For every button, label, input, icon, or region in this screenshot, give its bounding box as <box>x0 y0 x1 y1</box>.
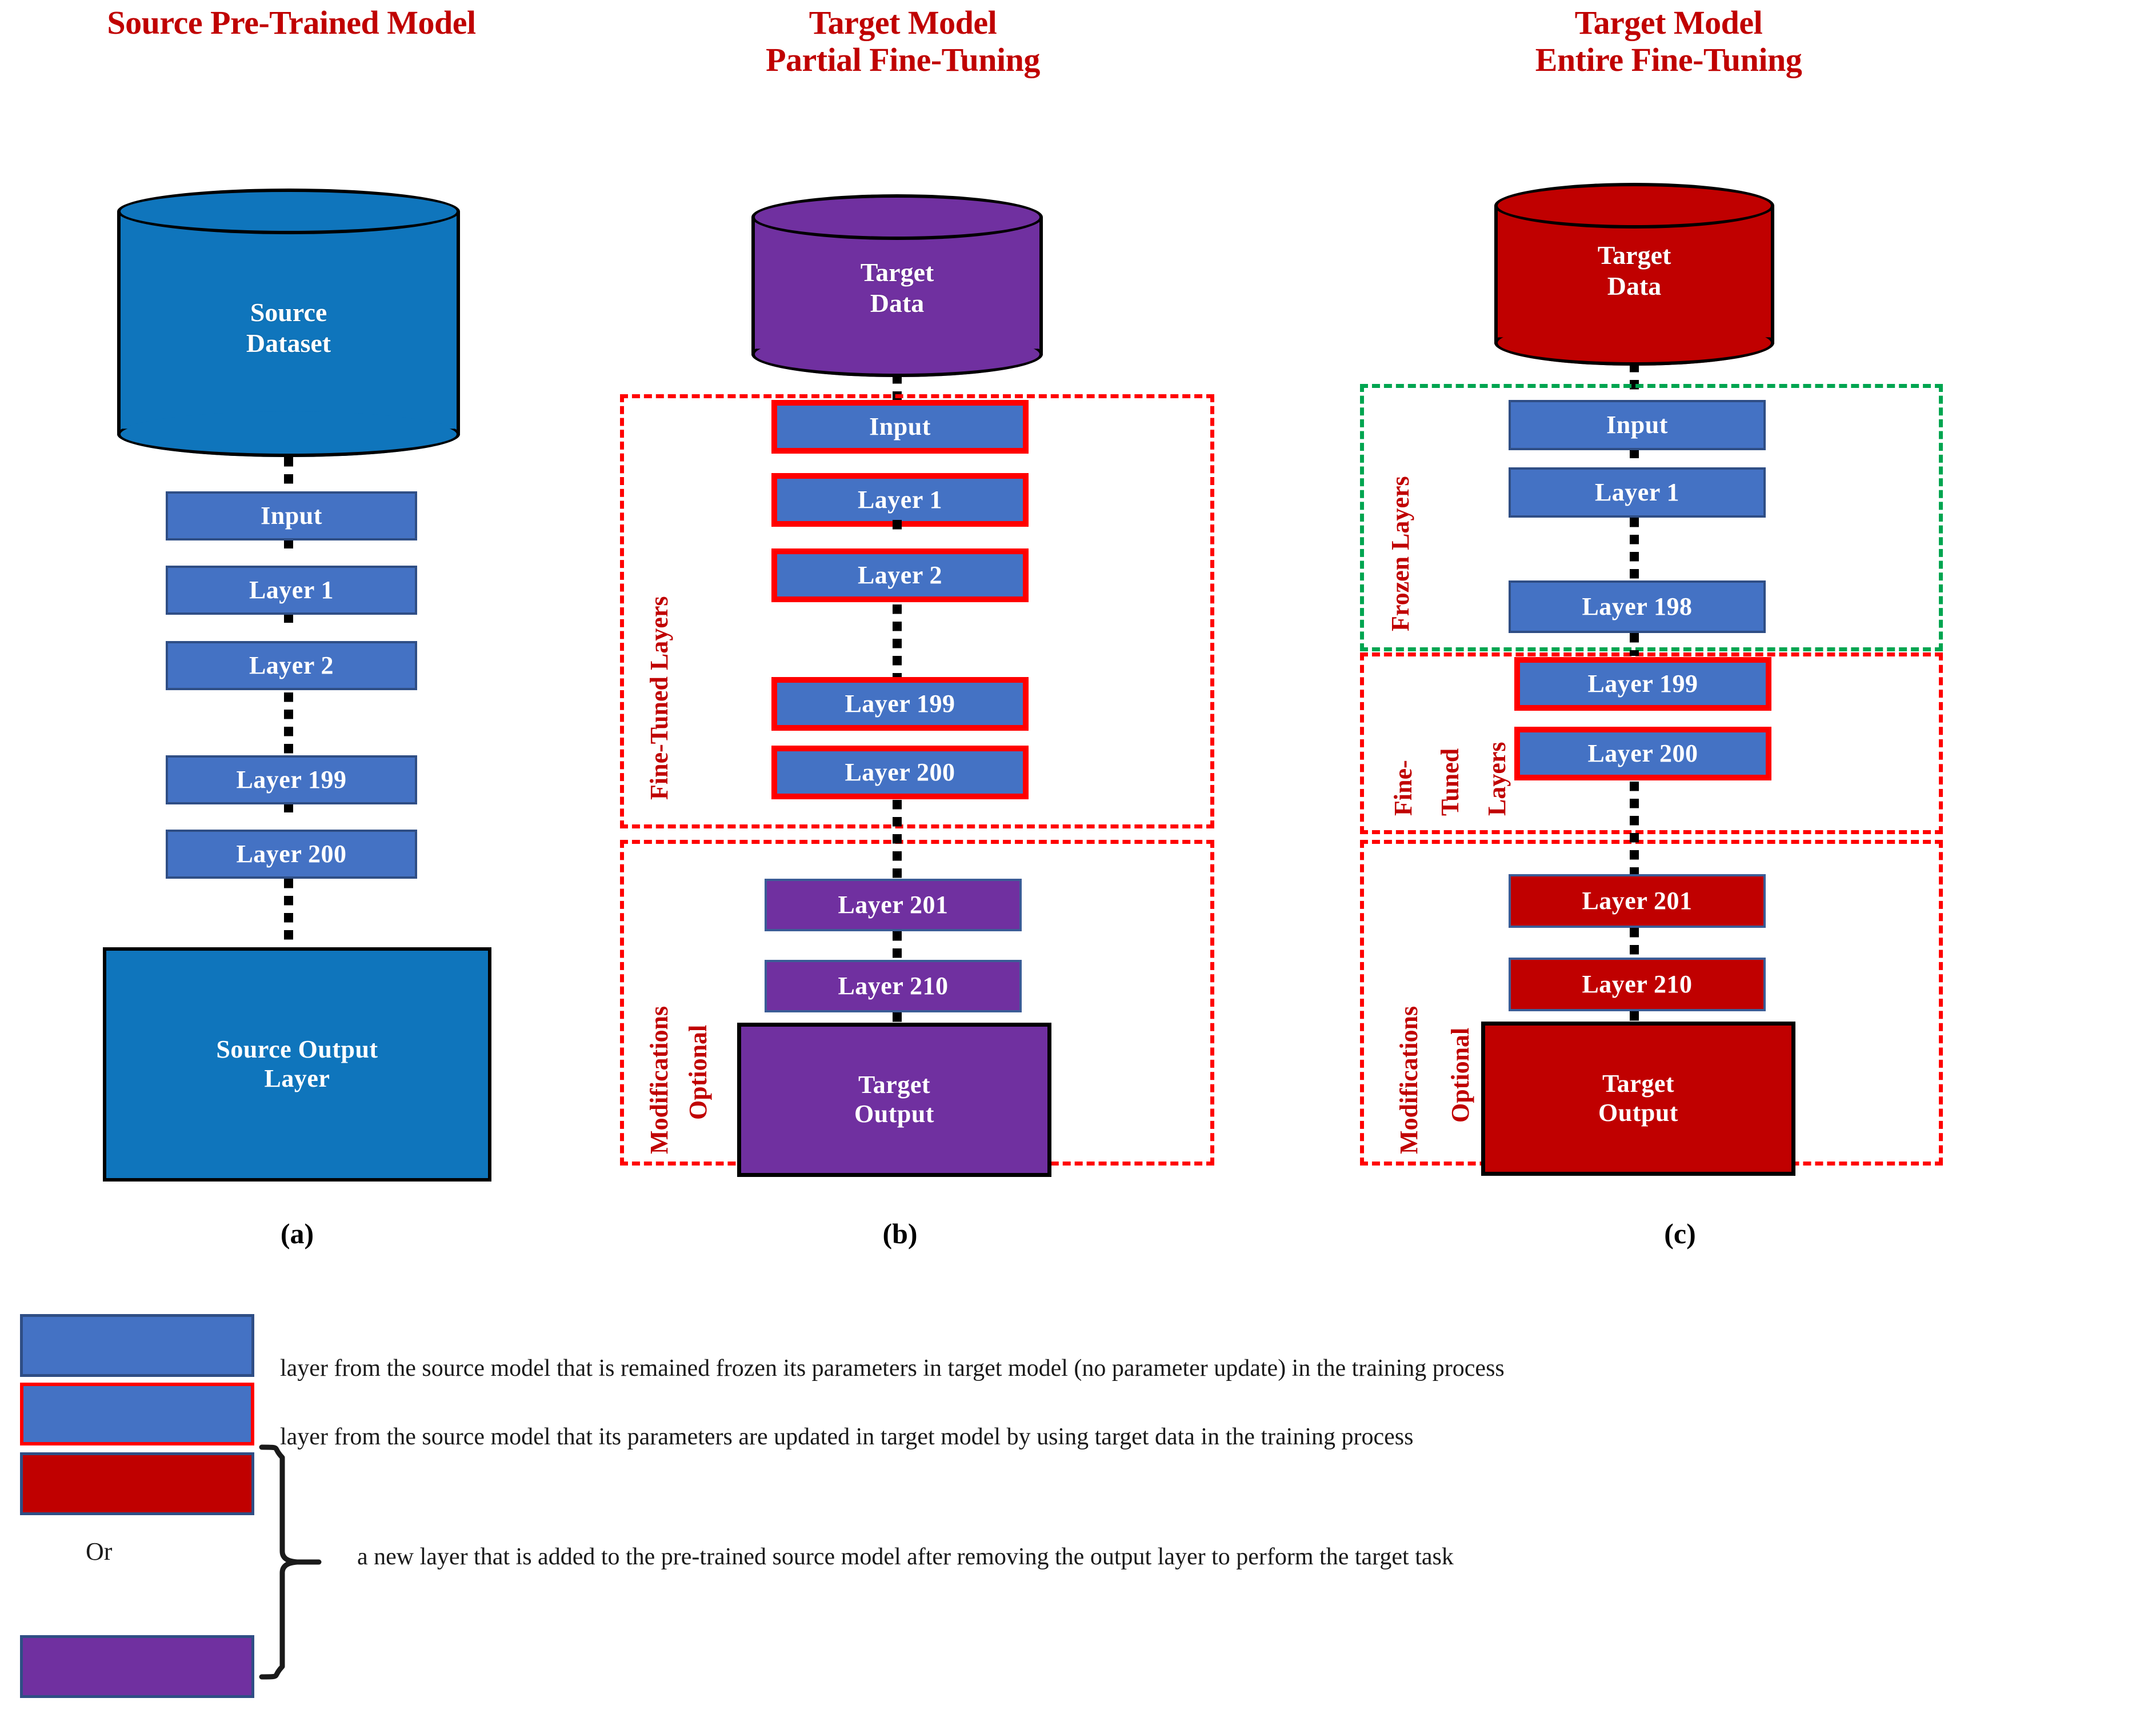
layer-box-b-layer201: Layer 201 <box>765 879 1022 931</box>
column-b-title-line2: Partial Fine-Tuning <box>766 41 1040 78</box>
target-output-box-c: Target Output <box>1481 1022 1795 1176</box>
legend-text-frozen-layer: layer from the source model that is rema… <box>280 1355 1505 1381</box>
column-b-title: Target Model Partial Fine-Tuning <box>617 4 1189 79</box>
subcaption-c: (c) <box>1664 1218 1696 1250</box>
frozen-group-label-c: Frozen Layers <box>1386 476 1414 631</box>
column-c-title-line1: Target Model <box>1574 4 1763 41</box>
layer-box-a-layer200: Layer 200 <box>166 830 417 879</box>
cylinder-top-ellipse <box>117 189 460 234</box>
fine-tuned-group-frame-c <box>1360 652 1943 834</box>
connector-b-0 <box>893 374 902 400</box>
connector-a-1 <box>284 540 293 548</box>
layer-box-c-layer201: Layer 201 <box>1509 874 1766 928</box>
connector-c-3 <box>1630 633 1639 656</box>
legend-text-new-layer: a new layer that is added to the pre-tra… <box>357 1544 1454 1570</box>
tuned-label-c: Tuned <box>1436 748 1464 816</box>
column-c-title: Target Model Entire Fine-Tuning <box>1383 4 1954 79</box>
connector-b-2 <box>893 604 902 679</box>
target-output-box-b: Target Output <box>737 1023 1051 1177</box>
layer-box-c-layer198: Layer 198 <box>1509 580 1766 633</box>
layer-box-a-layer2: Layer 2 <box>166 641 417 690</box>
connector-c-2 <box>1630 518 1639 580</box>
modifications-group-label-b: Modifications <box>645 1006 673 1154</box>
layers-label-c: Layers <box>1483 742 1511 816</box>
column-c-title-line2: Entire Fine-Tuning <box>1535 41 1802 78</box>
target-data-label-c: Target Data <box>1597 241 1671 301</box>
connector-c-5 <box>1630 928 1639 958</box>
layer-box-b-layer1: Layer 1 <box>771 473 1029 527</box>
legend-swatch-new-layer-purple <box>20 1635 254 1698</box>
target-data-label-b: Target Data <box>860 258 934 318</box>
legend-swatch-new-layer-red <box>20 1452 254 1515</box>
layer-box-c-input: Input <box>1509 400 1766 450</box>
connector-b-5 <box>893 1012 902 1024</box>
connector-a-4 <box>284 804 293 812</box>
target-data-cylinder-c: Target Data <box>1494 183 1774 366</box>
layer-box-a-input: Input <box>166 491 417 540</box>
column-b-title-line1: Target Model <box>809 4 997 41</box>
layer-box-a-layer199: Layer 199 <box>166 755 417 804</box>
connector-b-3 <box>893 800 902 880</box>
cylinder-body <box>117 211 460 434</box>
layer-box-b-layer200: Layer 200 <box>771 746 1029 799</box>
cylinder-top-ellipse <box>1494 183 1774 229</box>
fine-tuned-group-frame-b <box>620 394 1214 828</box>
legend-swatch-frozen-layer <box>20 1314 254 1377</box>
optional-group-label-c: Optional <box>1446 1027 1474 1123</box>
layer-box-b-input: Input <box>771 400 1029 454</box>
layer-box-b-layer210: Layer 210 <box>765 960 1022 1012</box>
column-a-title-line1: Source Pre-Trained Model <box>107 4 476 41</box>
connector-c-1 <box>1630 450 1639 458</box>
layer-box-c-layer199: Layer 199 <box>1514 657 1771 711</box>
optional-group-label-b: Optional <box>684 1024 712 1120</box>
legend-text-updated-layer: layer from the source model that its par… <box>280 1424 1414 1450</box>
legend-swatch-updated-layer <box>20 1383 254 1445</box>
modifications-group-label-c: Modifications <box>1395 1006 1423 1154</box>
layer-box-b-layer2: Layer 2 <box>771 548 1029 602</box>
source-dataset-label: Source Dataset <box>246 298 331 358</box>
layer-box-c-layer200: Layer 200 <box>1514 727 1771 780</box>
connector-b-4 <box>893 931 902 960</box>
target-data-cylinder-b: Target Data <box>751 194 1043 377</box>
fine-tuned-group-label-b: Fine-Tuned Layers <box>645 596 673 800</box>
connector-c-4 <box>1630 782 1639 876</box>
connector-b-1 <box>893 520 902 531</box>
column-a-title: Source Pre-Trained Model <box>6 4 577 42</box>
source-output-layer-box: Source Output Layer <box>103 947 491 1182</box>
connector-a-5 <box>284 879 293 947</box>
layer-box-b-layer199: Layer 199 <box>771 677 1029 731</box>
frozen-group-frame-c <box>1360 384 1943 651</box>
legend-or-label: Or <box>86 1537 113 1565</box>
layer-box-c-layer210: Layer 210 <box>1509 958 1766 1011</box>
legend-brace <box>259 1444 322 1680</box>
layer-box-a-layer1: Layer 1 <box>166 566 417 615</box>
connector-a-0 <box>284 457 293 491</box>
connector-a-2 <box>284 615 293 623</box>
source-dataset-cylinder: Source Dataset <box>117 189 460 457</box>
subcaption-a: (a) <box>280 1218 314 1250</box>
layer-box-c-layer1: Layer 1 <box>1509 467 1766 518</box>
connector-c-6 <box>1630 1011 1639 1023</box>
connector-a-3 <box>284 692 293 755</box>
fine-label-c: Fine- <box>1389 760 1417 816</box>
cylinder-top-ellipse <box>751 194 1043 240</box>
subcaption-b: (b) <box>882 1218 918 1250</box>
